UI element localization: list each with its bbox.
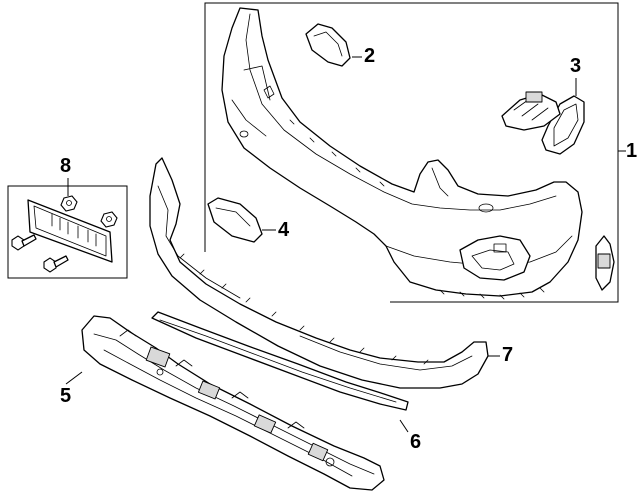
fog-lamp-cover-4: [207, 197, 263, 243]
emblem-kit-8: [7, 185, 128, 279]
lower-air-deflector-6: [149, 157, 489, 389]
lower-trim-strip-7: [151, 311, 409, 411]
bumper-cover: [221, 7, 583, 300]
callout-8: 8: [60, 155, 72, 177]
callout-5: 5: [60, 385, 72, 407]
callout-4: 4: [278, 219, 290, 241]
lower-shield-5: [81, 315, 385, 491]
callout-1: 1: [626, 140, 638, 162]
assembly-box-1: [204, 2, 619, 303]
bumper-clip: [595, 235, 615, 291]
fog-lamp-bezel-3: [501, 91, 585, 155]
callout-3: 3: [570, 55, 582, 77]
callout-6: 6: [410, 431, 422, 453]
washer-cover-2: [305, 23, 351, 67]
callout-7: 7: [502, 344, 514, 366]
callout-2: 2: [364, 45, 376, 67]
